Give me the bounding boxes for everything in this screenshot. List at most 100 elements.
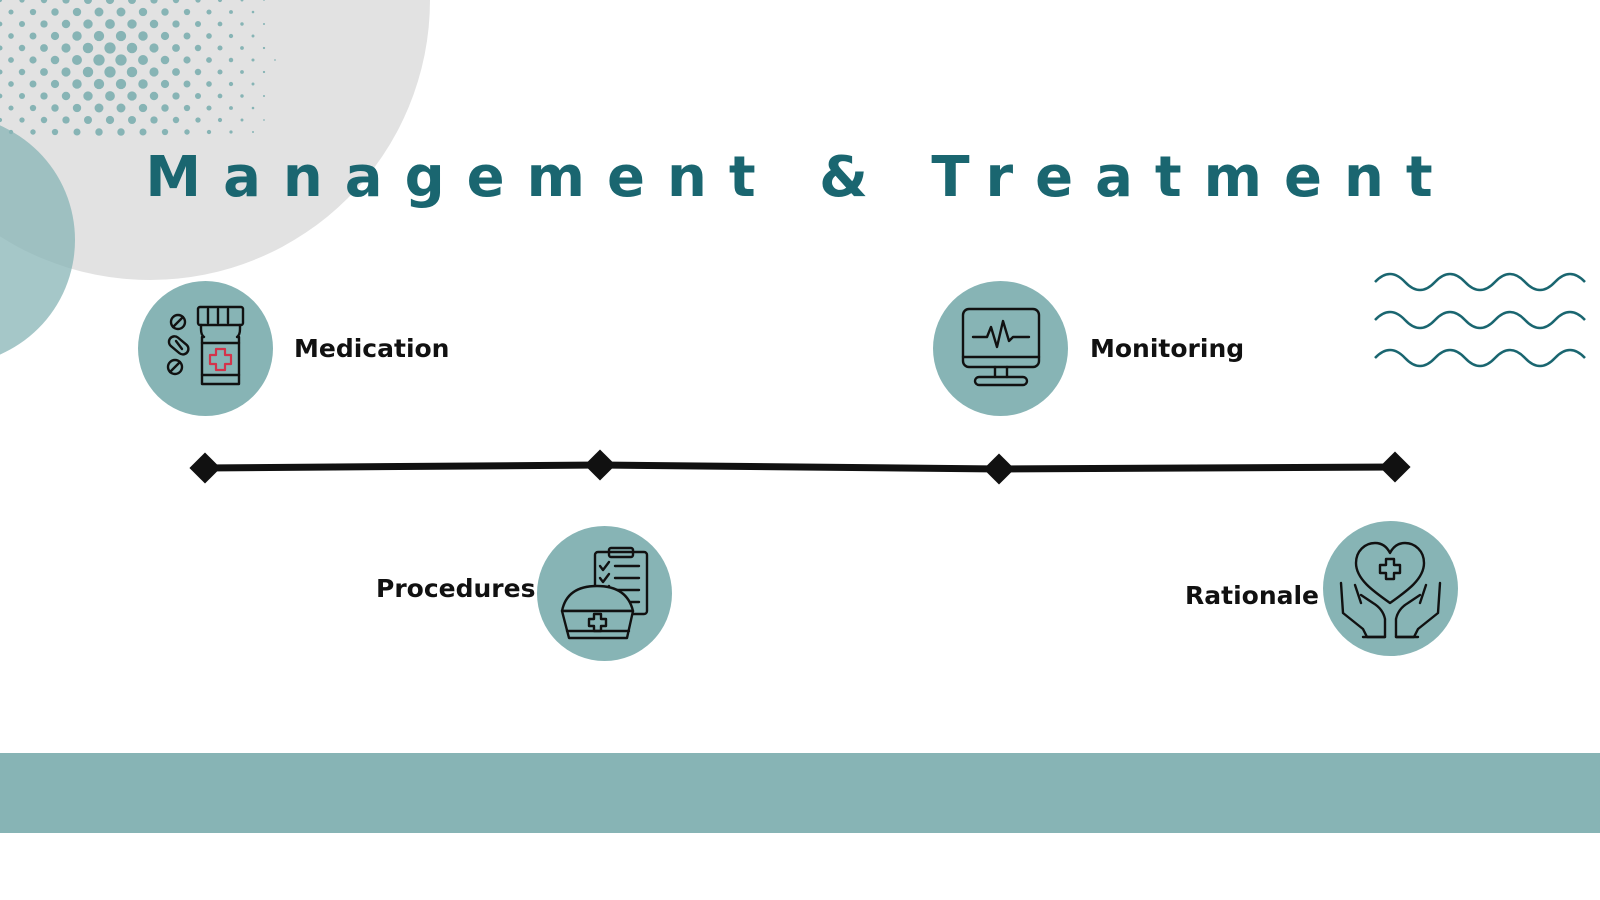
pattern-dot [229,10,233,14]
timeline-marker-2 [584,449,616,481]
pattern-dot [206,105,212,111]
pattern-dot [217,21,223,27]
pattern-dot [251,58,255,62]
pattern-dot [19,117,25,123]
pattern-dot [183,80,191,88]
pattern-dot [84,116,92,124]
pattern-dot [217,117,223,123]
pattern-dot [206,33,212,39]
pattern-dot [251,10,255,14]
medication-label: Medication [294,334,450,363]
pattern-dot [263,0,265,1]
teal-circle-shape [0,125,75,355]
pattern-dot [82,42,94,54]
pattern-dot [0,21,3,27]
pattern-dot [94,7,104,17]
medication-node-circle [138,281,273,416]
timeline-line [200,461,1400,473]
slide-title: Management & Treatment [145,145,1455,210]
pattern-dot [138,31,148,41]
pattern-dot [62,0,70,4]
pattern-dot [29,32,37,40]
pattern-dot [183,32,191,40]
pattern-dot [228,57,234,63]
pattern-dot [274,59,276,61]
pattern-dot [251,82,255,86]
pattern-dot [172,20,180,28]
rationale-node-circle [1323,521,1458,656]
pattern-dot [95,128,103,136]
pattern-dot [127,19,137,29]
pattern-dot [228,33,234,39]
pattern-dot [116,7,126,17]
pattern-dot [104,66,116,78]
pattern-dot [229,106,233,110]
heart-monitor-icon [961,307,1041,387]
pattern-dot [240,118,244,122]
pattern-dot [105,91,115,101]
pattern-dot [206,129,212,135]
pattern-dot [206,81,212,87]
pattern-dot [138,55,148,65]
pattern-dot [115,78,127,90]
pattern-dot [0,93,3,99]
monitoring-node-circle [933,281,1068,416]
pattern-dot [8,57,14,63]
pattern-dot [115,54,127,66]
pattern-dot [29,80,37,88]
pattern-dot [240,94,244,98]
pattern-dot [61,67,71,77]
pattern-dot [183,104,191,112]
pattern-dot [206,9,212,15]
pattern-dot [73,128,81,136]
pattern-dot [128,116,136,124]
pattern-dot [138,103,148,113]
pattern-dot [251,106,255,110]
pattern-dot [262,94,266,98]
pattern-dot [263,119,265,121]
pattern-dot [0,0,3,3]
footer-band [0,753,1600,833]
pattern-dot [40,0,48,4]
pattern-dot [150,0,158,4]
pattern-dot [72,7,82,17]
timeline-marker-4 [1379,451,1411,483]
pattern-dot [93,30,105,42]
pattern-dot [149,19,159,29]
pattern-dot [8,9,14,15]
pattern-dot [240,22,244,26]
pattern-dot [117,128,125,136]
pattern-dot [194,92,202,100]
pattern-dot [126,42,138,54]
pattern-dot [105,0,115,5]
pattern-dot [29,8,37,16]
pattern-dot [161,128,169,136]
pattern-dot [139,128,147,136]
pattern-dot [160,55,170,65]
pattern-dot [83,91,93,101]
pattern-dot [61,91,71,101]
pattern-dot [262,46,266,50]
pattern-dot [228,81,234,87]
pattern-dot [240,70,244,74]
pattern-dot [194,20,202,28]
nurse-cap-clipboard-icon [560,546,649,640]
pattern-dot [184,129,190,135]
pattern-dot [149,67,159,77]
pattern-dot [29,104,37,112]
pattern-dot [150,116,158,124]
pattern-dot [172,68,180,76]
pattern-dot [40,20,48,28]
pattern-dot [240,46,244,50]
pattern-dot [0,117,3,123]
wave-line-3 [1374,348,1586,368]
pattern-dot [194,44,202,52]
pattern-dot [50,79,60,89]
pattern-dot [83,19,93,29]
pattern-dot [8,105,14,111]
pattern-dot [183,8,191,16]
pattern-dot [161,104,169,112]
pattern-dot [138,7,148,17]
